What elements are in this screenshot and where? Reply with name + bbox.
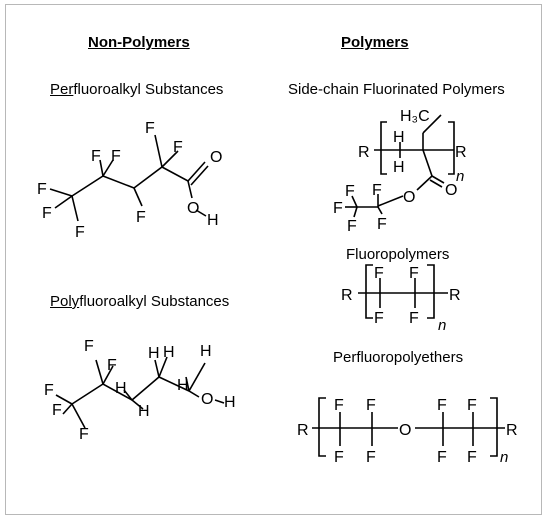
h-atom: H bbox=[177, 377, 189, 394]
perfluoroalkyl-prefix: Per bbox=[50, 81, 74, 98]
r-group: R bbox=[297, 422, 309, 439]
side-chain-label: Side-chain Fluorinated Polymers bbox=[288, 81, 505, 98]
f-atom: F bbox=[91, 148, 101, 165]
f-atom: F bbox=[79, 426, 89, 443]
repeat-n: n bbox=[438, 317, 446, 334]
polyfluoroalkyl-label: Polyfluoroalkyl Substances bbox=[50, 293, 229, 310]
r-group: R bbox=[455, 144, 467, 161]
f-atom: F bbox=[345, 183, 355, 200]
f-atom: F bbox=[334, 449, 344, 466]
f-atom: F bbox=[409, 310, 419, 327]
o-atom: O bbox=[399, 422, 411, 439]
repeat-n: n bbox=[500, 449, 508, 466]
f-atom: F bbox=[42, 205, 52, 222]
f-atom: F bbox=[52, 402, 62, 419]
perfluoropolyethers-label: Perfluoropolyethers bbox=[333, 349, 464, 366]
r-group: R bbox=[449, 287, 461, 304]
h-atom: H bbox=[148, 345, 160, 362]
f-atom: F bbox=[372, 182, 382, 199]
h-atom: H bbox=[200, 343, 212, 360]
f-atom: F bbox=[145, 120, 155, 137]
perfluoroalkyl-label: Perfluoroalkyl Substances bbox=[50, 81, 223, 98]
h-atom: H bbox=[163, 344, 175, 361]
o-atom: O bbox=[201, 391, 213, 408]
f-atom: F bbox=[467, 397, 477, 414]
f-atom: F bbox=[75, 224, 85, 241]
o-atom: O bbox=[210, 149, 222, 166]
f-atom: F bbox=[409, 265, 419, 282]
h-atom: H bbox=[224, 394, 236, 411]
f-atom: F bbox=[37, 181, 47, 198]
r-group: R bbox=[341, 287, 353, 304]
f-atom: F bbox=[173, 139, 183, 156]
f-atom: F bbox=[366, 397, 376, 414]
r-group: R bbox=[358, 144, 370, 161]
h-atom: H bbox=[115, 380, 127, 397]
h-atom: H bbox=[207, 212, 219, 229]
f-atom: F bbox=[366, 449, 376, 466]
f-atom: F bbox=[84, 338, 94, 355]
polymers-header: Polymers bbox=[341, 34, 409, 51]
o-atom: O bbox=[403, 189, 415, 206]
perfluoroalkyl-rest: fluoroalkyl Substances bbox=[73, 81, 224, 98]
f-atom: F bbox=[437, 397, 447, 414]
f-atom: F bbox=[111, 148, 121, 165]
f-atom: F bbox=[437, 449, 447, 466]
f-atom: F bbox=[374, 265, 384, 282]
perfluoropolyether-structure: R R O F F F F F F F F n bbox=[297, 397, 518, 466]
f-atom: F bbox=[107, 357, 117, 374]
f-atom: F bbox=[44, 382, 54, 399]
f-atom: F bbox=[467, 449, 477, 466]
h-atom: H bbox=[393, 129, 405, 146]
o-atom: O bbox=[187, 200, 199, 217]
polyfluoroalkyl-prefix: Poly bbox=[50, 293, 80, 310]
r-group: R bbox=[506, 422, 518, 439]
non-polymers-header: Non-Polymers bbox=[88, 34, 190, 51]
f-atom: F bbox=[374, 310, 384, 327]
f-atom: F bbox=[377, 216, 387, 233]
figure-frame bbox=[5, 4, 542, 515]
fluoropolymers-label: Fluoropolymers bbox=[346, 246, 450, 263]
polyfluoroalkyl-structure: F F F F F H H H H H H O H bbox=[44, 338, 236, 443]
fluoropolymer-structure: R R F F F F n bbox=[341, 264, 461, 334]
perfluoroalkyl-structure: F F F F F F F F O O H bbox=[37, 120, 222, 241]
f-atom: F bbox=[347, 218, 357, 235]
side-chain-polymer-structure: R R H H H₃C n O O F F F F F bbox=[333, 108, 467, 235]
f-atom: F bbox=[136, 209, 146, 226]
h-atom: H bbox=[393, 159, 405, 176]
methyl-group: H₃C bbox=[400, 108, 430, 125]
polyfluoroalkyl-rest: fluoroalkyl Substances bbox=[79, 293, 230, 310]
repeat-n: n bbox=[456, 168, 464, 185]
f-atom: F bbox=[333, 200, 343, 217]
f-atom: F bbox=[334, 397, 344, 414]
o-atom: O bbox=[445, 182, 457, 199]
h-atom: H bbox=[138, 403, 150, 420]
